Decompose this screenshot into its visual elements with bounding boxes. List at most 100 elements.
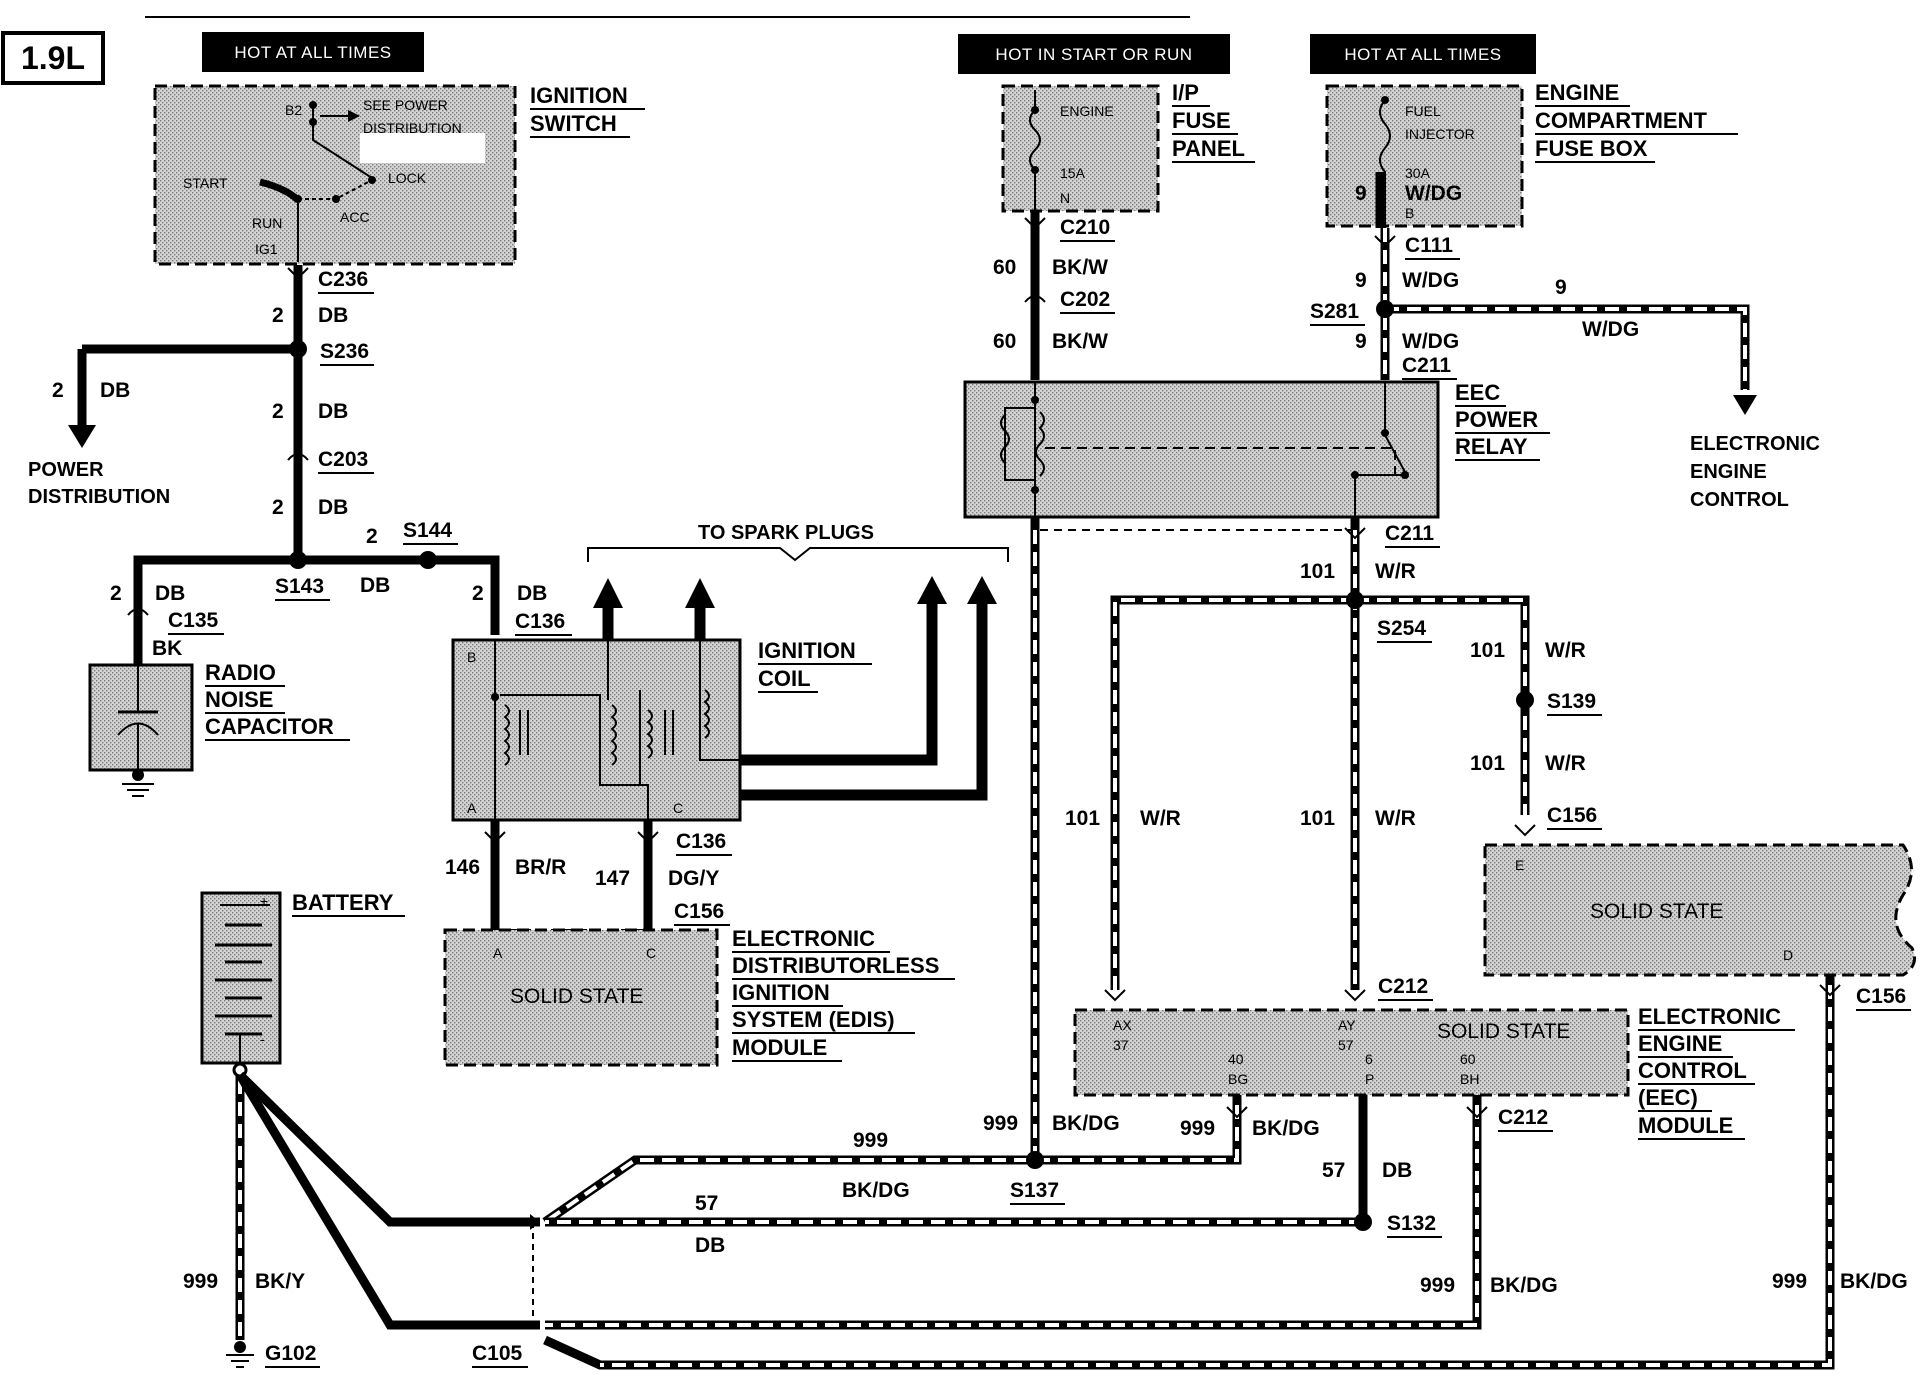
label-s137: S137 <box>1010 1179 1059 1202</box>
svg-text:PANEL: PANEL <box>1172 136 1245 161</box>
radio-noise-capacitor-label: RADIO NOISE CAPACITOR <box>205 660 350 741</box>
svg-text:I/P: I/P <box>1172 80 1199 105</box>
bkw-circuit-60 <box>1024 212 1046 380</box>
svg-text:2: 2 <box>366 525 378 548</box>
svg-text:MODULE: MODULE <box>732 1035 827 1060</box>
svg-text:ELECTRONIC: ELECTRONIC <box>732 926 875 951</box>
svg-text:9: 9 <box>1355 330 1367 353</box>
svg-text:COMPARTMENT: COMPARTMENT <box>1535 108 1707 133</box>
svg-text:101: 101 <box>1470 752 1505 775</box>
svg-text:W/R: W/R <box>1375 560 1416 583</box>
svg-text:W/DG: W/DG <box>1402 269 1459 292</box>
svg-text:IGNITION: IGNITION <box>732 980 830 1005</box>
svg-text:101: 101 <box>1470 639 1505 662</box>
svg-text:BK/W: BK/W <box>1052 330 1108 353</box>
edis-module-label: ELECTRONIC DISTRIBUTORLESS IGNITION SYST… <box>732 926 955 1062</box>
splice-s236 <box>289 340 307 358</box>
svg-text:HOT IN START OR RUN: HOT IN START OR RUN <box>995 45 1192 64</box>
label-c156-d: C156 <box>1856 985 1906 1008</box>
svg-text:999: 999 <box>1772 1270 1807 1293</box>
svg-text:E: E <box>1515 857 1524 873</box>
battery-ground-wiring <box>226 1062 540 1368</box>
svg-text:DB: DB <box>318 304 348 327</box>
svg-text:W/DG: W/DG <box>1582 318 1639 341</box>
svg-text:SOLID STATE: SOLID STATE <box>1590 900 1723 923</box>
label-c156-ss: C156 <box>1547 804 1597 827</box>
svg-text:D: D <box>1783 947 1793 963</box>
svg-text:FUSE: FUSE <box>1172 108 1231 133</box>
svg-text:9: 9 <box>1355 182 1367 205</box>
label-s254: S254 <box>1377 617 1426 640</box>
svg-text:EEC: EEC <box>1455 380 1500 405</box>
svg-text:W/DG: W/DG <box>1405 182 1462 205</box>
label-c135: C135 <box>168 609 219 632</box>
svg-text:FUEL: FUEL <box>1405 103 1441 119</box>
splice-s139 <box>1516 691 1534 709</box>
svg-text:RADIO: RADIO <box>205 660 276 685</box>
svg-text:40: 40 <box>1228 1051 1244 1067</box>
ip-fuse-panel-label: I/P FUSE PANEL <box>1172 80 1255 163</box>
svg-text:CAPACITOR: CAPACITOR <box>205 714 334 739</box>
svg-text:W/DG: W/DG <box>1402 330 1459 353</box>
svg-text:57: 57 <box>1322 1159 1345 1182</box>
splice-s137 <box>1026 1151 1044 1169</box>
eec-ground-wiring <box>542 975 1841 1370</box>
svg-text:60: 60 <box>1460 1051 1476 1067</box>
svg-text:ENGINE: ENGINE <box>1060 103 1114 119</box>
svg-text:ELECTRONIC: ELECTRONIC <box>1638 1004 1781 1029</box>
label-c212-top: C212 <box>1378 975 1428 998</box>
svg-text:BK/DG: BK/DG <box>1490 1274 1558 1297</box>
svg-text:B: B <box>467 649 476 665</box>
eec-module: AX 37 40 BG AY 57 6 P 60 BH SOLID STATE <box>1073 1008 1630 1097</box>
svg-text:DB: DB <box>517 582 547 605</box>
svg-text:30A: 30A <box>1405 165 1431 181</box>
svg-text:BK/Y: BK/Y <box>255 1270 305 1293</box>
svg-text:B2: B2 <box>285 102 302 118</box>
label-c111: C111 <box>1405 234 1453 257</box>
label-c136-top: C136 <box>515 610 565 633</box>
svg-text:CONTROL: CONTROL <box>1690 489 1789 511</box>
ignition-coil: B A C <box>451 638 742 822</box>
to-spark-plugs-label: TO SPARK PLUGS <box>698 522 874 544</box>
label-c156-edis: C156 <box>674 900 724 923</box>
svg-text:999: 999 <box>183 1270 218 1293</box>
svg-text:BK/DG: BK/DG <box>1252 1117 1320 1140</box>
label-c210: C210 <box>1060 216 1110 239</box>
header-hot-in-start-or-run: HOT IN START OR RUN <box>958 34 1230 74</box>
power-distribution-label: POWER <box>28 459 104 481</box>
svg-text:147: 147 <box>595 867 630 890</box>
svg-text:9: 9 <box>1555 276 1567 299</box>
db-circuit-2 <box>68 265 500 635</box>
svg-text:BR/R: BR/R <box>515 856 566 879</box>
eec-power-relay <box>963 380 1440 519</box>
svg-text:BK: BK <box>152 637 182 660</box>
svg-text:START: START <box>183 175 228 191</box>
svg-text:BK/W: BK/W <box>1052 256 1108 279</box>
svg-text:DISTRIBUTION: DISTRIBUTION <box>363 120 462 136</box>
svg-text:A: A <box>467 800 477 816</box>
label-g102: G102 <box>265 1342 316 1365</box>
battery-label: BATTERY <box>292 890 394 915</box>
svg-text:146: 146 <box>445 856 480 879</box>
svg-text:DB: DB <box>360 574 390 597</box>
svg-text:W/R: W/R <box>1545 752 1586 775</box>
svg-text:ENGINE: ENGINE <box>1535 80 1619 105</box>
label-c203: C203 <box>318 448 368 471</box>
svg-text:HOT AT ALL TIMES: HOT AT ALL TIMES <box>1344 45 1501 64</box>
eec-module-label: ELECTRONIC ENGINE CONTROL (EEC) MODULE <box>1638 1004 1795 1140</box>
svg-text:RELAY: RELAY <box>1455 434 1528 459</box>
ignition-switch-label: IGNITION SWITCH <box>530 83 645 138</box>
svg-text:6: 6 <box>1365 1051 1373 1067</box>
svg-text:IGNITION: IGNITION <box>758 638 856 663</box>
label-s236: S236 <box>320 340 369 363</box>
label-c236: C236 <box>318 268 368 291</box>
header-hot-at-all-times-1: HOT AT ALL TIMES <box>202 32 424 72</box>
solid-state-module-right: E D SOLID STATE <box>1483 843 1916 977</box>
svg-text:2: 2 <box>52 379 64 402</box>
svg-text:P: P <box>1365 1071 1374 1087</box>
battery: + - <box>200 891 282 1070</box>
label-s144: S144 <box>403 519 452 542</box>
svg-text:BK/DG: BK/DG <box>1052 1112 1120 1135</box>
svg-text:C: C <box>646 945 656 961</box>
